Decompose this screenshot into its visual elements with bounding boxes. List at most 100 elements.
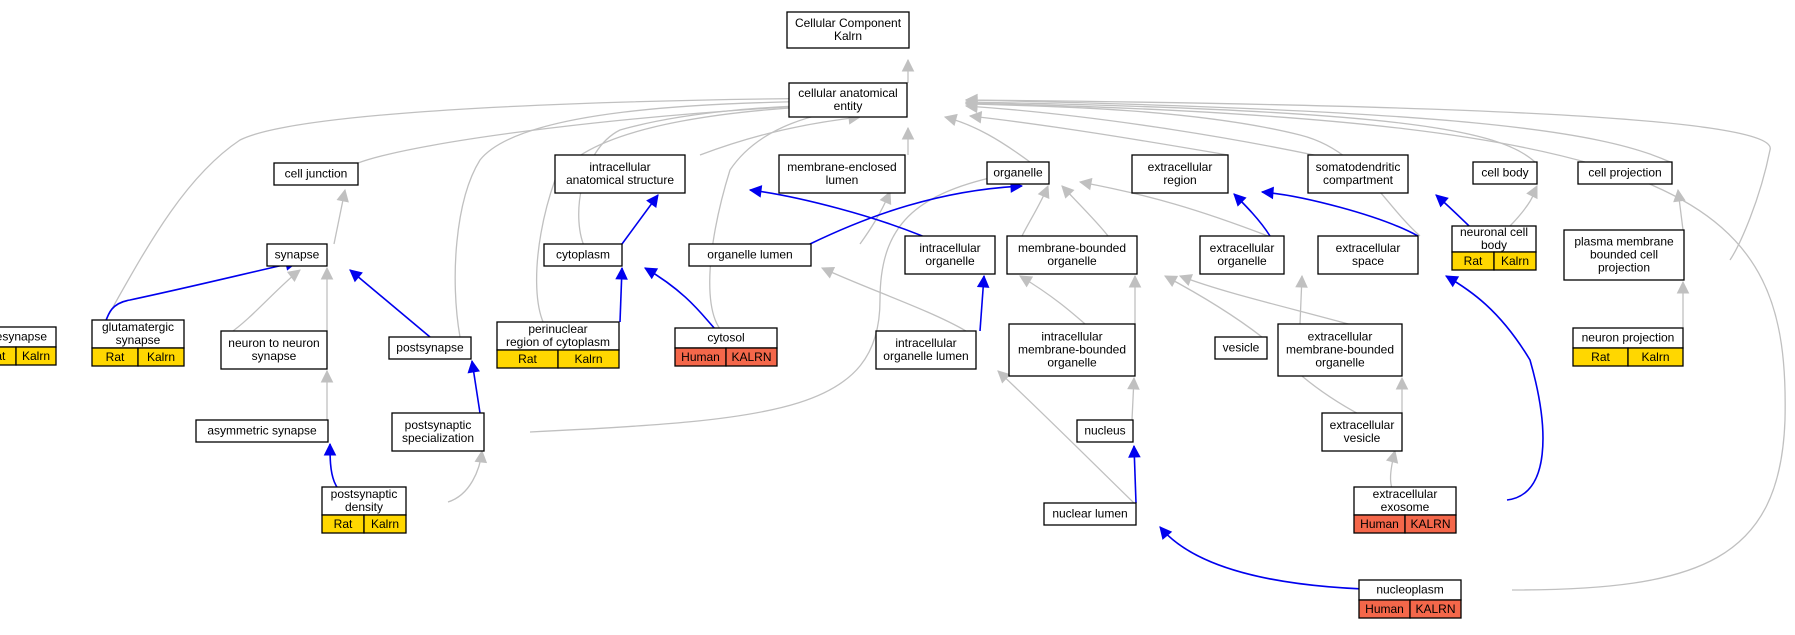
species-annotation-label: Human [1365,602,1404,616]
node-box [1199,235,1285,275]
species-annotation-label: KALRN [1410,517,1450,531]
part-of-edge [349,269,431,338]
is-a-arrowhead [1127,376,1140,390]
is-a-edge [965,101,1536,163]
node-label: cell body [1481,166,1528,180]
is-a-edge [578,103,849,251]
go-term-node-ves[interactable]: vesicle [1214,336,1268,360]
node-label: cytoplasm [556,248,610,262]
is-a-arrowhead [1019,275,1034,288]
species-annotation-label: Kalrn [1501,254,1529,268]
species-annotation-label: Kalrn [1641,350,1669,364]
node-label: postsynaptic [405,418,472,432]
node-label: membrane-enclosed [787,160,896,174]
node-label: perinuclear [528,322,587,336]
go-term-node-pre[interactable]: presynapseRatKalrn [0,326,57,366]
species-annotation-label: Kalrn [147,350,175,364]
go-term-node-post[interactable]: postsynapse [388,336,472,360]
node-label: cell junction [285,167,348,181]
species-annotation-label: Rat [1591,350,1610,364]
node-box [91,319,185,349]
node-box [1563,229,1685,281]
part-of-arrowhead [323,442,337,456]
go-term-node-org[interactable]: organelle [986,161,1050,185]
node-label: extracellular [1210,241,1275,255]
is-a-edge [1164,275,1263,338]
species-annotation-label: Rat [518,352,537,366]
is-a-arrowhead [1526,185,1538,200]
is-a-edge [821,267,967,332]
node-label: extracellular [1330,418,1395,432]
node-label: presynapse [0,330,47,344]
node-label: organelle [925,254,975,268]
is-a-arrowhead [968,111,983,124]
go-term-node-syn[interactable]: synapse [266,243,328,267]
is-a-arrowhead [901,126,915,140]
node-label: membrane-bounded [1286,343,1394,357]
go-term-node-asym[interactable]: asymmetric synapse [195,419,329,443]
node-label: synapse [275,248,320,262]
go-term-node-nuc[interactable]: nucleus [1076,419,1134,443]
part-of-arrowhead [1233,193,1247,207]
is-a-arrowhead [320,369,334,383]
is-a-edge [1179,275,1371,331]
node-box [1451,225,1537,253]
part-of-arrowhead [1260,186,1274,200]
node-label: glutamatergic [102,320,174,334]
node-label: space [1352,254,1384,268]
node-label: extracellular [1336,241,1401,255]
part-of-arrowhead [349,269,363,283]
node-box [1131,154,1229,194]
node-label: membrane-bounded [1018,241,1126,255]
is-a-arrowhead [901,58,915,72]
part-of-arrowhead [467,359,480,374]
species-annotation-label: Human [1360,517,1399,531]
go-term-node-cp[interactable]: cell projection [1577,161,1673,185]
node-label: neuronal cell [1460,225,1528,239]
node-label: vesicle [1344,431,1381,445]
node-box [1008,323,1136,377]
go-term-node-cj[interactable]: cell junction [273,162,359,186]
part-of-arrowhead [1159,526,1173,540]
node-label: organelle [993,166,1043,180]
node-label: plasma membrane [1574,235,1674,249]
node-label: membrane-bounded [1018,343,1126,357]
go-term-node-orgl[interactable]: organelle lumen [688,243,812,267]
is-a-arrowhead [1128,274,1142,288]
node-label: Kalrn [834,29,862,43]
node-label: extracellular [1148,160,1213,174]
node-label: intracellular [1041,330,1102,344]
species-annotation-label: Rat [0,349,6,363]
go-term-node-cyt[interactable]: cytoplasm [543,243,623,267]
go-term-node-cb[interactable]: cell body [1472,161,1538,185]
species-annotation-label: Human [681,350,720,364]
go-term-node-nl[interactable]: nuclear lumen [1043,502,1137,526]
